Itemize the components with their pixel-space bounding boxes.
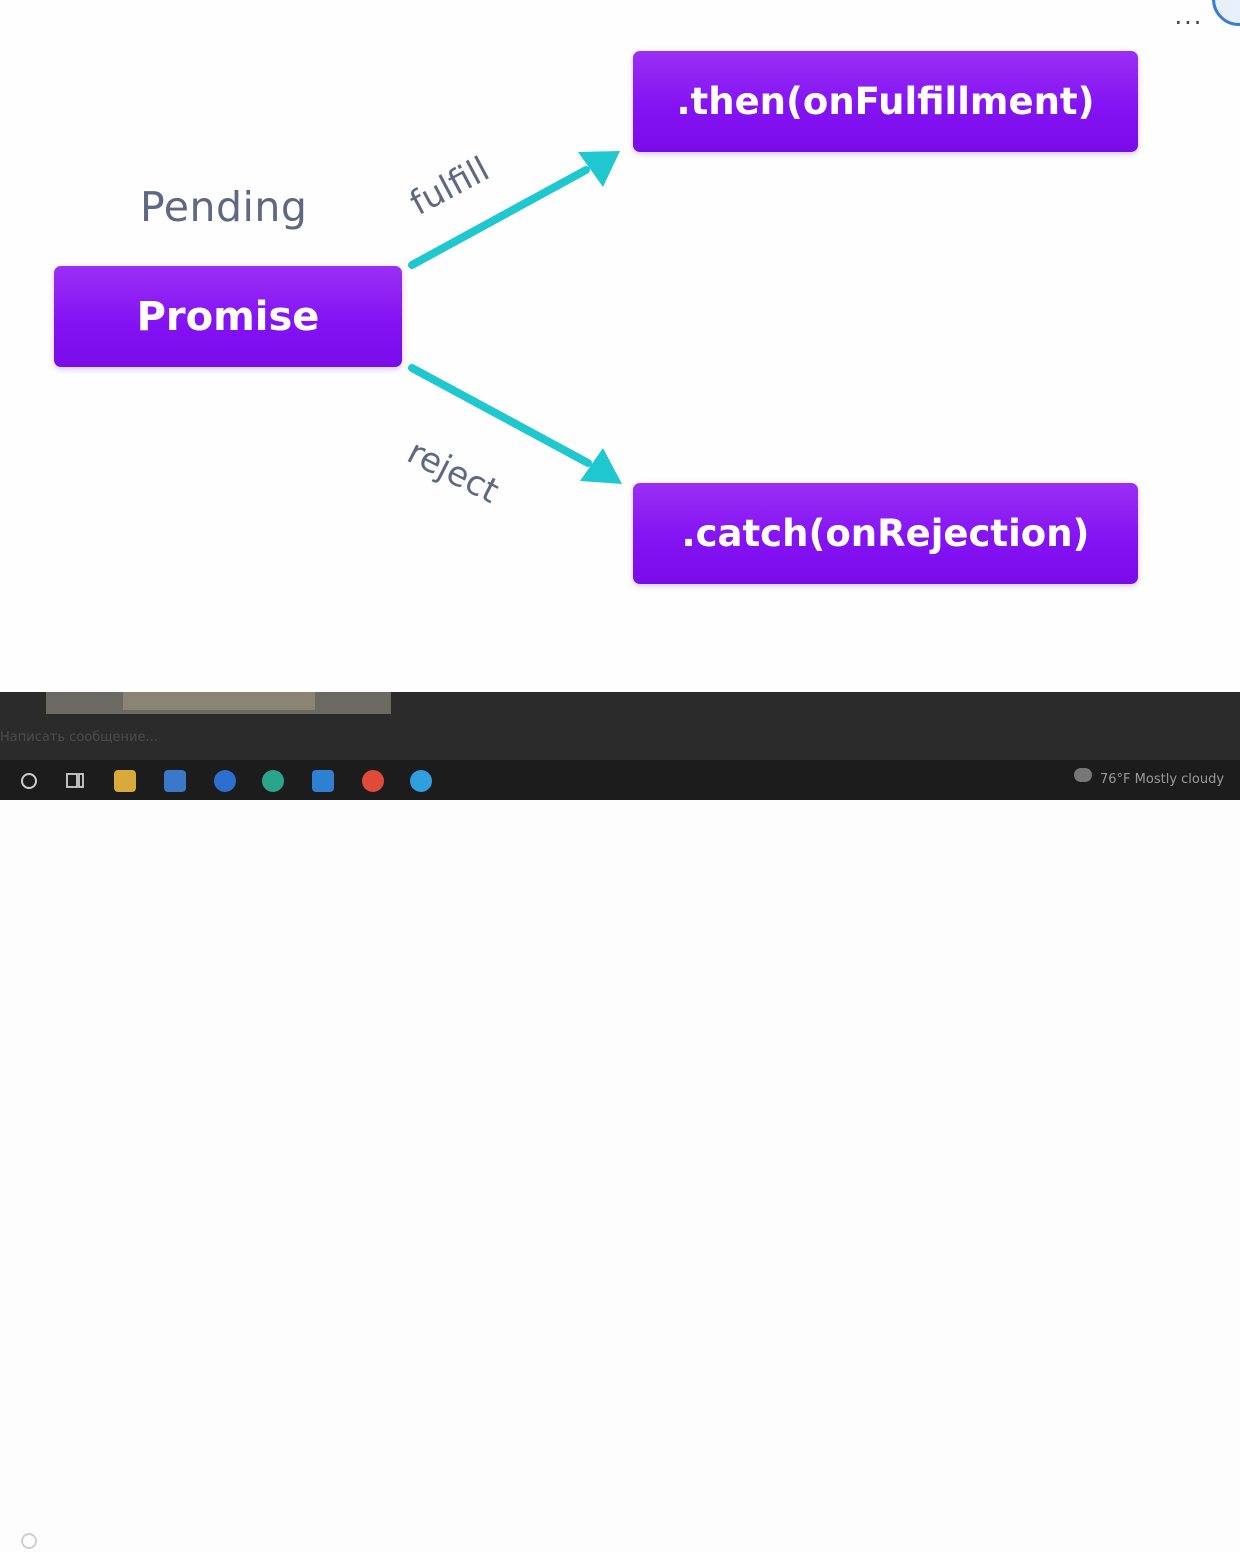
more-options-button[interactable]: ... (1174, 2, 1204, 30)
weather-condition: Mostly cloudy (1134, 772, 1225, 787)
file-explorer-icon[interactable] (114, 770, 136, 792)
attachment-preview-image (123, 692, 315, 710)
browser-icon[interactable] (214, 770, 236, 792)
weather-temperature: 76°F (1100, 772, 1131, 787)
weather-icon (1074, 768, 1092, 782)
chrome-icon[interactable] (362, 770, 384, 792)
pending-state-label: Pending (140, 183, 308, 231)
flow-arrows (408, 151, 622, 484)
weather-widget[interactable]: 76°F Mostly cloudy (1100, 772, 1224, 787)
mail-icon[interactable] (164, 770, 186, 792)
search-icon[interactable] (18, 770, 40, 792)
search-icon[interactable] (18, 1530, 40, 1552)
promise-box: Promise (54, 266, 402, 367)
reject-arrow-head (580, 448, 622, 484)
message-input[interactable]: Написать сообщение... (0, 730, 158, 745)
task-view-icon[interactable] (64, 770, 86, 792)
then-handler-box: .then(onFulfillment) (633, 51, 1138, 152)
edge-icon[interactable] (262, 770, 284, 792)
presentation-slide: Pending fulfill reject Promise .then(onF… (0, 0, 1240, 692)
vscode-icon[interactable] (312, 770, 334, 792)
fulfill-arrow-head (578, 151, 620, 187)
reject-arrow-line (408, 364, 592, 467)
fulfill-arrow-line (408, 166, 590, 269)
catch-handler-box: .catch(onRejection) (633, 483, 1138, 584)
telegram-icon[interactable] (410, 770, 432, 792)
taskbar (0, 760, 1240, 1549)
